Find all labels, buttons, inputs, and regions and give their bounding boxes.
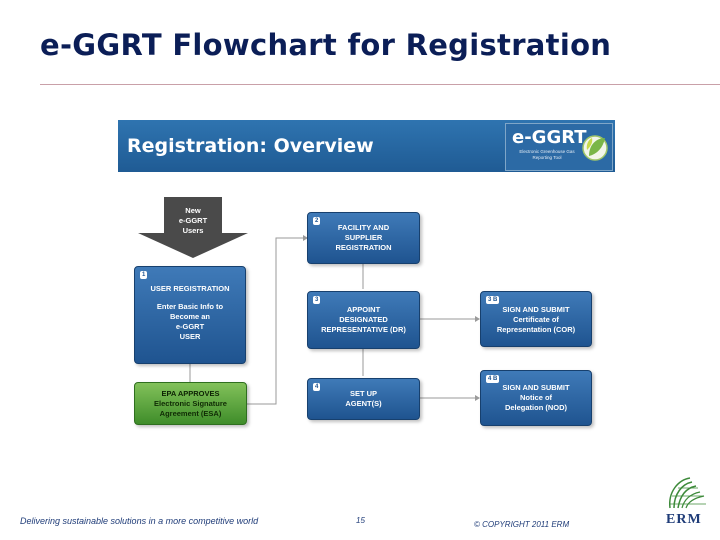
page-number: 15 (356, 516, 365, 525)
logo-name: e-GGRT (512, 127, 587, 148)
leaf-icon (582, 135, 608, 161)
erm-logo-text: ERM (666, 512, 702, 527)
step-user-registration: 1 USER REGISTRATION Enter Basic Info to … (134, 266, 246, 364)
slide-title: e-GGRT Flowchart for Registration (40, 28, 612, 62)
step-line: Become an (169, 312, 211, 321)
start-arrow-shape (138, 197, 248, 258)
step-line: Electronic Signature (154, 399, 227, 408)
step-number: 3 B (486, 296, 500, 304)
step-number: 4 (313, 383, 321, 391)
copyright-notice: © COPYRIGHT 2011 ERM (474, 520, 570, 529)
step-line: USER (179, 332, 201, 341)
step-line: SIGN AND SUBMIT (502, 305, 570, 314)
step-line: DESIGNATED (339, 315, 388, 324)
step-facility-registration: 2 FACILITY AND SUPPLIER REGISTRATION (307, 212, 420, 264)
step-setup-agents: 4 SET UP AGENT(S) (307, 378, 420, 420)
step-line: SIGN AND SUBMIT (502, 383, 570, 392)
step-line: Agreement (ESA) (159, 409, 222, 418)
banner-title: Registration: Overview (127, 135, 374, 157)
step-epa-approves: EPA APPROVES Electronic Signature Agreem… (134, 382, 247, 425)
step-number: 2 (313, 217, 321, 225)
step-sign-cor: 3 B SIGN AND SUBMIT Certificate of Repre… (480, 291, 592, 347)
start-line: New (185, 206, 201, 215)
step-heading: EPA APPROVES (161, 389, 220, 398)
step-number: 1 (140, 271, 148, 279)
step-line: Delegation (NOD) (504, 403, 568, 412)
step-line: APPOINT (346, 305, 381, 314)
step-line: e-GGRT (175, 322, 205, 331)
step-line: Notice of (519, 393, 553, 402)
connector-approve-step2 (247, 237, 303, 405)
step-heading: USER REGISTRATION (150, 284, 230, 293)
step-line: SET UP (349, 389, 378, 398)
step-sign-nod: 4 B SIGN AND SUBMIT Notice of Delegation… (480, 370, 592, 426)
title-divider (40, 84, 720, 85)
overview-banner: Registration: Overview e-GGRT Electronic… (118, 120, 615, 172)
step-line: REGISTRATION (335, 243, 392, 252)
step-number: 4 B (486, 375, 500, 383)
step-line: REPRESENTATIVE (DR) (321, 325, 406, 334)
footer-tagline: Delivering sustainable solutions in a mo… (20, 516, 259, 526)
start-line: Users (182, 226, 204, 235)
eggrt-logo: e-GGRT Electronic Greenhouse Gas Reporti… (505, 123, 613, 171)
step-line: SUPPLIER (344, 233, 383, 242)
step-appoint-dr: 3 APPOINT DESIGNATED REPRESENTATIVE (DR) (307, 291, 420, 349)
start-arrow-label: New e-GGRT Users (164, 206, 222, 236)
logo-subtitle: Electronic Greenhouse Gas Reporting Tool (519, 149, 575, 160)
step-line: AGENT(S) (345, 399, 382, 408)
step-line: FACILITY AND (337, 223, 390, 232)
step-number: 3 (313, 296, 321, 304)
erm-globe-icon (669, 477, 706, 509)
start-line: e-GGRT (178, 216, 208, 225)
step-line: Certificate of (513, 315, 559, 324)
step-line: Representation (COR) (496, 325, 576, 334)
step-line: Enter Basic Info to (156, 302, 224, 311)
